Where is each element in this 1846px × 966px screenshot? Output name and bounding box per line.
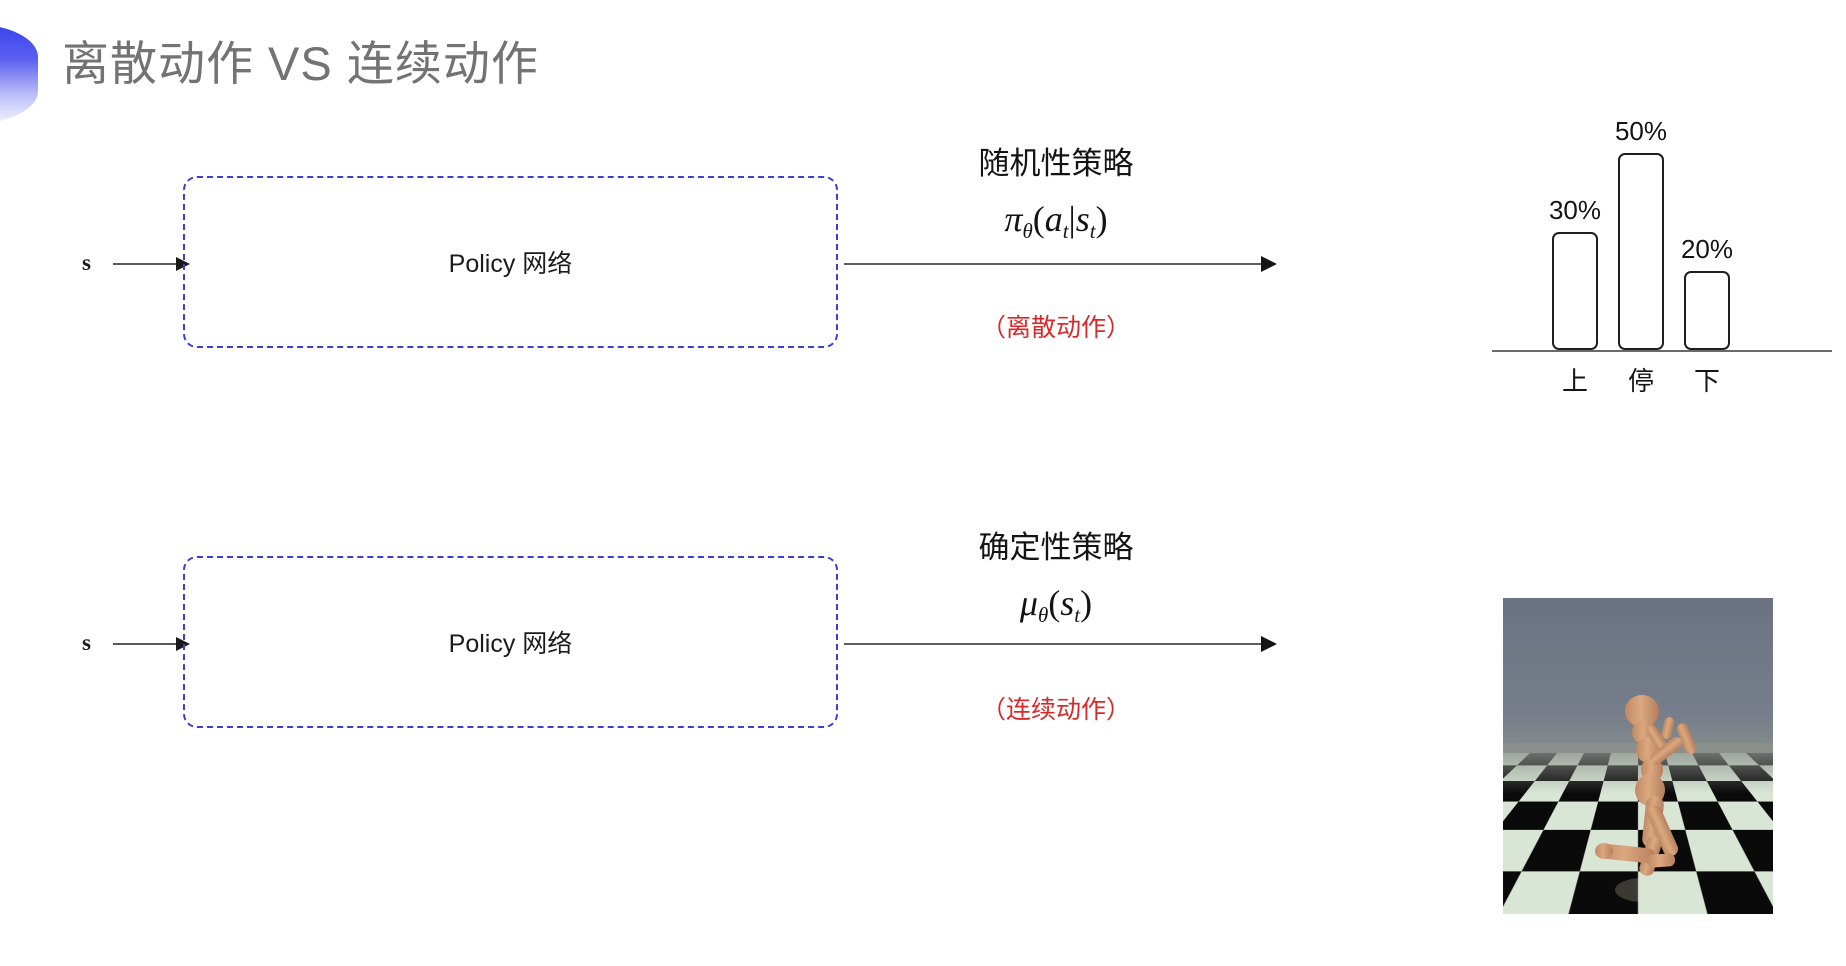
input-arrow-continuous — [113, 637, 190, 651]
action-probability-bar-chart: 30% 50% 20% 上 停 下 — [1492, 95, 1832, 396]
bar-rect-0 — [1552, 232, 1598, 350]
policy-kind-label-discrete: 随机性策略 — [978, 146, 1134, 181]
humanoid-simulation-image — [1503, 598, 1773, 914]
bar-chart-x-axis — [1492, 350, 1832, 352]
policy-network-box-continuous[interactable]: Policy 网络 — [183, 556, 838, 728]
output-arrow-discrete — [844, 256, 1277, 272]
policy-network-label-discrete: Policy 网络 — [448, 250, 573, 278]
input-state-label-continuous: s — [82, 630, 91, 655]
bar-value-2: 20% — [1680, 234, 1734, 264]
policy-network-box-discrete[interactable]: Policy 网络 — [183, 176, 838, 348]
input-arrow-discrete — [113, 257, 190, 271]
action-type-note-discrete: （离散动作） — [980, 314, 1131, 342]
policy-formula-continuous: μθ(st) — [1019, 583, 1093, 627]
bar-value-1: 50% — [1614, 116, 1668, 146]
humanoid-robot-figure — [1595, 695, 1697, 902]
bar-rect-2 — [1684, 271, 1730, 350]
policy-network-label-continuous: Policy 网络 — [448, 630, 573, 658]
bar-category-0: 上 — [1561, 366, 1589, 396]
page-title: 离散动作 VS 连续动作 — [62, 37, 539, 90]
bar-value-0: 30% — [1548, 195, 1602, 225]
policy-formula-discrete: πθ(at|st) — [1004, 199, 1108, 243]
bar-category-2: 下 — [1693, 366, 1721, 396]
input-state-label-discrete: s — [82, 250, 91, 275]
bar-category-1: 停 — [1627, 366, 1655, 396]
action-type-note-continuous: （连续动作） — [980, 696, 1131, 724]
title-decoration-shape — [0, 24, 38, 124]
output-arrow-continuous — [844, 636, 1277, 652]
policy-kind-label-continuous: 确定性策略 — [978, 530, 1134, 565]
bar-rect-1 — [1618, 153, 1664, 350]
